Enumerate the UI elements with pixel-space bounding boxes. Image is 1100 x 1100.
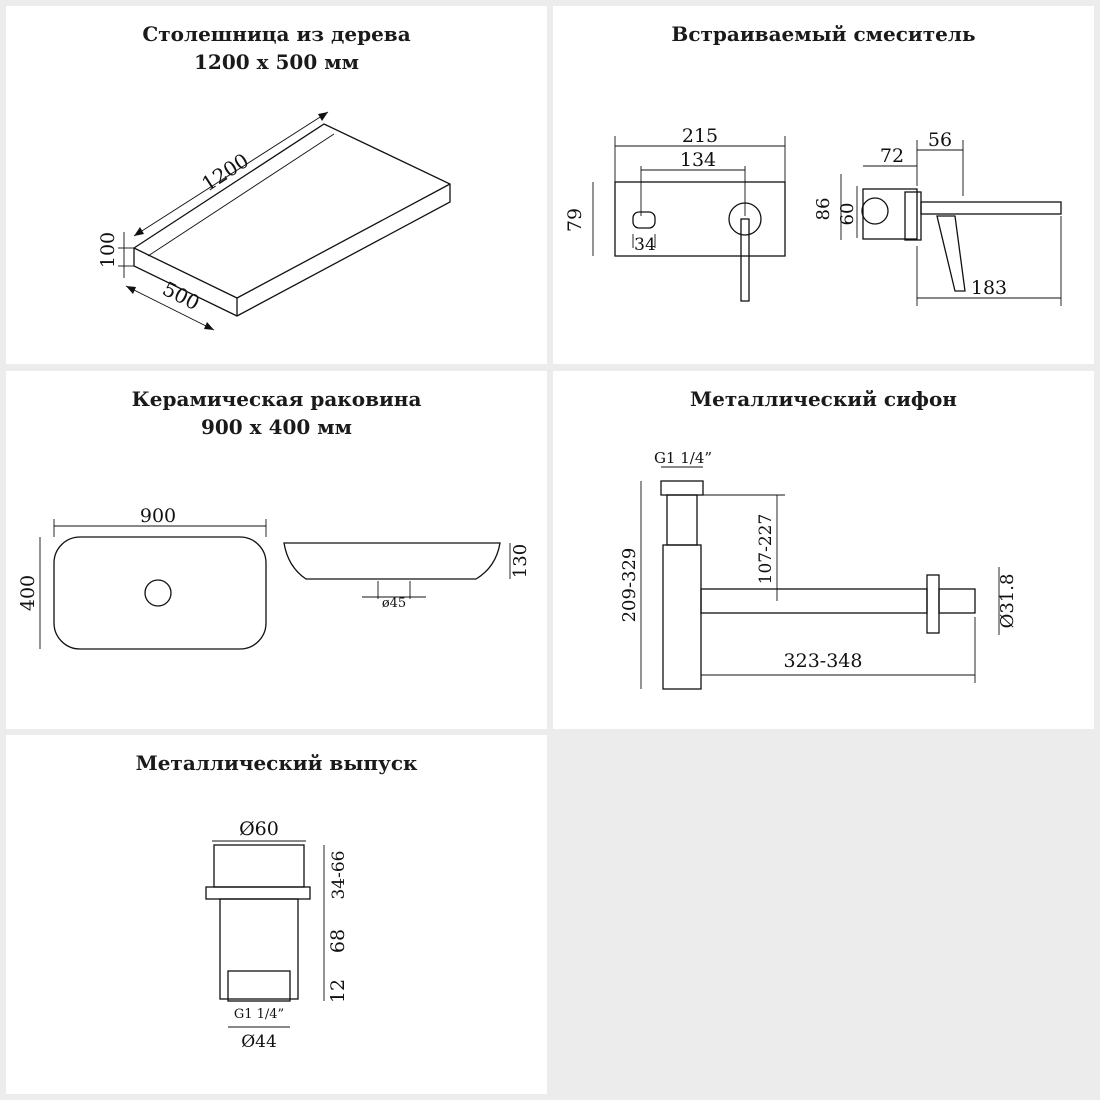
panel-mixer: Встраиваемый смеситель 215 134 79 34 72 xyxy=(553,6,1094,364)
countertop-front-top-edge xyxy=(133,247,238,299)
dim-h-total-text: 209-329 xyxy=(619,548,640,623)
dim-h-plate-text: 79 xyxy=(564,208,586,232)
siphon-body xyxy=(662,544,702,690)
mixer-lever xyxy=(740,218,750,302)
side-body xyxy=(862,188,918,240)
panel-title: Керамическая раковина 900 x 400 мм xyxy=(6,385,547,441)
drain-cap xyxy=(213,844,305,888)
diverter-knob xyxy=(632,211,656,229)
panel-siphon: Металлический сифон G1 1/4” 209-329 107-… xyxy=(553,371,1094,729)
siphon-nut xyxy=(660,480,704,496)
siphon-inlet-pipe xyxy=(666,494,698,546)
panel-title: Металлический выпуск xyxy=(6,749,547,777)
title-line-1: Столешница из дерева xyxy=(142,22,411,46)
dim-h-b-text: 60 xyxy=(837,203,858,226)
mixer-drawing: 215 134 79 34 72 56 86 60 183 xyxy=(564,125,1062,306)
dim-arrow xyxy=(318,112,328,121)
dim-bottom-d-text: Ø44 xyxy=(241,1032,277,1052)
dim-width-text: 900 xyxy=(140,505,176,527)
countertop-grain-line xyxy=(147,133,335,257)
sink-drain-hole xyxy=(144,579,172,607)
dim-height-text: 130 xyxy=(510,544,531,578)
dim-depth-b-text: 72 xyxy=(880,145,904,167)
siphon-wall-pipe xyxy=(938,588,976,614)
dim-height-text: 100 xyxy=(97,232,119,268)
dim-thread-text: G1 1/4” xyxy=(654,449,712,467)
countertop-right-top-edge xyxy=(236,183,451,299)
dim-h-body-text: 68 xyxy=(327,929,349,953)
dim-depth-text: 500 xyxy=(159,276,204,315)
dim-arrow xyxy=(134,227,144,236)
dim-h-thread-text: 12 xyxy=(327,979,349,1003)
dim-top-d-text: Ø60 xyxy=(239,818,279,840)
siphon-outlet-pipe xyxy=(700,588,928,614)
dim-h-top-text: 34-66 xyxy=(329,850,349,899)
countertop-drawing: 1200 100 500 xyxy=(97,111,451,331)
dim-w-inner-text: 134 xyxy=(680,149,716,171)
sink-side-profile xyxy=(283,542,501,580)
panel-sink: Керамическая раковина 900 x 400 мм 900 4… xyxy=(6,371,547,729)
mixer-handle-disc xyxy=(728,202,762,236)
dim-h-a-text: 86 xyxy=(813,198,834,221)
drain-body xyxy=(219,898,299,1000)
panel-title: Металлический сифон xyxy=(553,385,1094,413)
siphon-rosette xyxy=(926,574,940,634)
side-cartridge xyxy=(861,197,889,225)
dim-depth-a-text: 56 xyxy=(928,129,952,151)
dim-arrow xyxy=(204,322,214,330)
dim-depth-line xyxy=(125,285,215,331)
sink-drawing: 900 400 ø45 130 xyxy=(17,505,531,650)
drain-drawing: Ø60 34-66 68 12 G1 1/4” Ø44 xyxy=(205,818,349,1052)
dim-drain-text: ø45 xyxy=(382,596,406,611)
title-line-1: Металлический сифон xyxy=(690,387,957,411)
mixer-plate xyxy=(614,181,786,257)
dim-pipe-d-text: Ø31.8 xyxy=(997,574,1018,629)
dim-length-text: 323-348 xyxy=(784,650,863,672)
side-spout xyxy=(920,201,1062,215)
panel-title: Встраиваемый смеситель xyxy=(553,20,1094,48)
dim-h-outlet-text: 107-227 xyxy=(756,514,776,585)
dim-spout-text: 183 xyxy=(971,277,1007,299)
side-flange xyxy=(904,191,922,241)
title-line-1: Керамическая раковина xyxy=(131,387,422,411)
dim-arrow xyxy=(126,286,136,294)
dim-depth-text: 400 xyxy=(17,575,39,611)
drain-flange xyxy=(205,886,311,900)
title-line-2: 1200 x 500 мм xyxy=(194,50,359,74)
dim-w-total-text: 215 xyxy=(682,125,718,147)
title-line-1: Металлический выпуск xyxy=(135,751,418,775)
side-lever xyxy=(936,215,966,292)
sink-top-view xyxy=(53,536,267,650)
drain-thread xyxy=(227,970,291,1002)
panel-title: Столешница из дерева 1200 x 500 мм xyxy=(6,20,547,76)
title-line-2: 900 x 400 мм xyxy=(200,415,353,439)
panel-countertop: Столешница из дерева 1200 x 500 мм 1200 … xyxy=(6,6,547,364)
dim-thread-text: G1 1/4” xyxy=(234,1007,284,1022)
siphon-drawing: G1 1/4” 209-329 107-227 323-348 Ø31.8 xyxy=(619,449,1018,690)
panel-drain: Металлический выпуск Ø60 34-66 68 12 G1 … xyxy=(6,735,547,1094)
title-line-1: Встраиваемый смеситель xyxy=(671,22,976,46)
dim-w-lever-text: 34 xyxy=(634,235,656,255)
dim-length-line xyxy=(133,111,329,237)
